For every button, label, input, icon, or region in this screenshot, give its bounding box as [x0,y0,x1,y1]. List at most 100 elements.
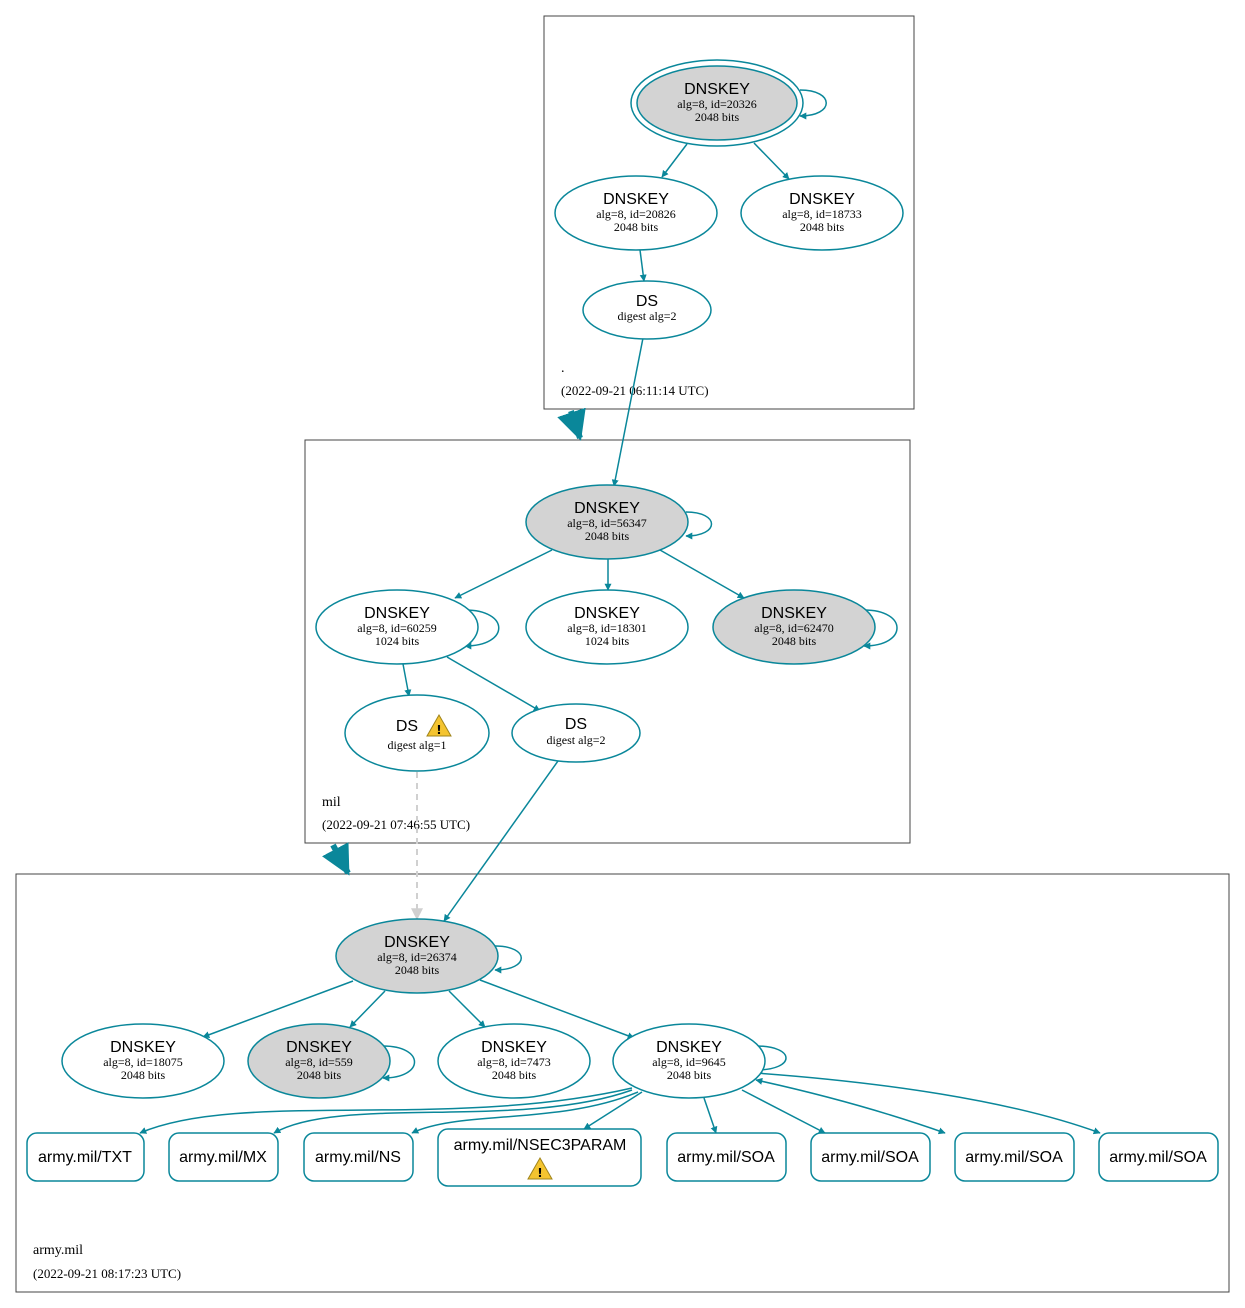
node-root-zsk-20826[interactable]: DNSKEY alg=8, id=20826 2048 bits [554,175,718,251]
node-root-zsk1-line2: 2048 bits [614,220,659,234]
edge-mil-ksk-k3 [659,549,745,599]
warning-icon: ! [527,1156,553,1180]
node-army-key-9645[interactable]: DNSKEY alg=8, id=9645 2048 bits [612,1023,766,1099]
node-army-k1-title: DNSKEY [110,1039,176,1056]
node-mil-ds2-title: DS [565,716,587,733]
rrset-soa-4-label: army.mil/SOA [1109,1149,1207,1166]
edge-k4-soa3 [755,1077,946,1135]
node-mil-k1-line2: 1024 bits [375,634,420,648]
node-root-ksk-line2: 2048 bits [695,110,740,124]
rrset-soa-1[interactable]: army.mil/SOA [666,1132,787,1182]
node-army-k4-title: DNSKEY [656,1039,722,1056]
zone-root: . (2022-09-21 06:11:14 UTC) [543,15,915,410]
node-army-k4-line1: alg=8, id=9645 [652,1055,726,1069]
rrset-soa-2-label: army.mil/SOA [821,1149,919,1166]
node-army-k3-title: DNSKEY [481,1039,547,1056]
node-army-ksk[interactable]: DNSKEY alg=8, id=26374 2048 bits [335,918,499,994]
node-root-ksk-line1: alg=8, id=20326 [677,97,757,111]
edge-k4-soa4 [755,1072,1101,1135]
edge-mil-k1-self [464,609,500,650]
node-mil-ds-alg2[interactable]: DS digest alg=2 [511,703,641,763]
node-root-ds-title: DS [636,293,658,310]
edge-k4-soa2 [741,1089,826,1134]
rrset-mx[interactable]: army.mil/MX [168,1132,279,1182]
node-army-key-18075[interactable]: DNSKEY alg=8, id=18075 2048 bits [61,1023,225,1099]
edge-root-ds-mil-ksk [611,337,644,487]
rrset-nsec3param-label: army.mil/NSEC3PARAM [454,1137,627,1154]
node-army-k4-line2: 2048 bits [667,1068,712,1082]
node-mil-ksk-line2: 2048 bits [585,529,630,543]
rrset-soa-2[interactable]: army.mil/SOA [810,1132,931,1182]
zone-mil-name: mil [322,795,341,810]
edge-k4-soa1 [703,1097,718,1134]
edge-root-ksk-zsk2 [753,142,790,180]
node-mil-key-18301[interactable]: DNSKEY alg=8, id=18301 1024 bits [525,589,689,665]
node-mil-ksk[interactable]: DNSKEY alg=8, id=56347 2048 bits [525,484,689,560]
zone-mil: mil (2022-09-21 07:46:55 UTC) [304,439,911,844]
rrset-ns[interactable]: army.mil/NS [303,1132,414,1182]
node-root-ds[interactable]: DS digest alg=2 [582,280,712,340]
node-army-key-7473[interactable]: DNSKEY alg=8, id=7473 2048 bits [437,1023,591,1099]
edge-k4-txt [139,1087,633,1134]
node-mil-key-62470[interactable]: DNSKEY alg=8, id=62470 2048 bits [712,589,876,665]
rrset-ns-label: army.mil/NS [315,1149,401,1166]
node-mil-k2-line2: 1024 bits [585,634,630,648]
edge-mil-ds2-army-ksk [443,760,559,922]
rrset-soa-4[interactable]: army.mil/SOA [1098,1132,1219,1182]
node-army-k1-line2: 2048 bits [121,1068,166,1082]
node-mil-ksk-line1: alg=8, id=56347 [567,516,647,530]
edge-mil-ksk-self [685,511,713,540]
edge-root-ksk-self [799,89,827,120]
zone-root-name: . [561,361,565,376]
edge-army-ksk-k2 [349,990,386,1028]
rrset-mx-label: army.mil/MX [179,1149,267,1166]
svg-text:!: ! [537,1166,542,1180]
node-army-k2-line1: alg=8, id=559 [285,1055,353,1069]
warning-icon: ! [426,713,452,737]
node-army-k1-line1: alg=8, id=18075 [103,1055,183,1069]
edge-army-ksk-k4 [479,979,635,1040]
node-root-zsk2-title: DNSKEY [789,191,855,208]
node-mil-k3-line1: alg=8, id=62470 [754,621,834,635]
node-mil-k1-title: DNSKEY [364,605,430,622]
zone-root-timestamp: (2022-09-21 06:11:14 UTC) [561,383,709,398]
node-mil-ds1-title: DS [396,718,418,735]
edge-k4-nsec3param [583,1091,643,1130]
node-army-k2-line2: 2048 bits [297,1068,342,1082]
edge-root-zsk1-ds [639,249,647,282]
node-mil-ds-alg1[interactable]: DS ! digest alg=1 [344,694,490,772]
node-mil-ksk-title: DNSKEY [574,500,640,517]
edge-k4-ns [411,1091,639,1134]
edges [139,89,1101,1135]
node-root-zsk-18733[interactable]: DNSKEY alg=8, id=18733 2048 bits [740,175,904,251]
node-root-ksk[interactable]: DNSKEY alg=8, id=20326 2048 bits [630,59,804,147]
rrset-soa-3[interactable]: army.mil/SOA [954,1132,1075,1182]
edge-army-k2-self [382,1045,415,1082]
rrset-txt[interactable]: army.mil/TXT [26,1132,145,1182]
rrset-nsec3param[interactable]: army.mil/NSEC3PARAM ! [437,1128,642,1187]
zone-army: army.mil (2022-09-21 08:17:23 UTC) [15,873,1230,1293]
node-mil-k1-line1: alg=8, id=60259 [357,621,437,635]
rrset-soa-3-label: army.mil/SOA [965,1149,1063,1166]
node-mil-k2-title: DNSKEY [574,605,640,622]
edge-root-ksk-zsk1 [661,143,688,178]
edge-army-ksk-k1 [202,980,354,1039]
node-army-k3-line2: 2048 bits [492,1068,537,1082]
node-army-key-559[interactable]: DNSKEY alg=8, id=559 2048 bits [247,1023,391,1099]
edge-army-ksk-self [494,945,522,974]
zone-mil-timestamp: (2022-09-21 07:46:55 UTC) [322,817,470,832]
node-mil-k3-line2: 2048 bits [772,634,817,648]
node-mil-k3-title: DNSKEY [761,605,827,622]
edge-mil-k1-ds1 [402,663,412,697]
node-army-ksk-line2: 2048 bits [395,963,440,977]
node-root-zsk2-line1: alg=8, id=18733 [782,207,862,221]
node-root-zsk1-line1: alg=8, id=20826 [596,207,676,221]
node-root-ksk-title: DNSKEY [684,81,750,98]
node-mil-k2-line1: alg=8, id=18301 [567,621,647,635]
rrset-soa-1-label: army.mil/SOA [677,1149,775,1166]
edge-mil-ksk-k1 [454,549,553,599]
zone-army-name: army.mil [33,1243,83,1258]
edge-k4-mx [273,1089,633,1134]
node-mil-key-60259[interactable]: DNSKEY alg=8, id=60259 1024 bits [315,589,479,665]
